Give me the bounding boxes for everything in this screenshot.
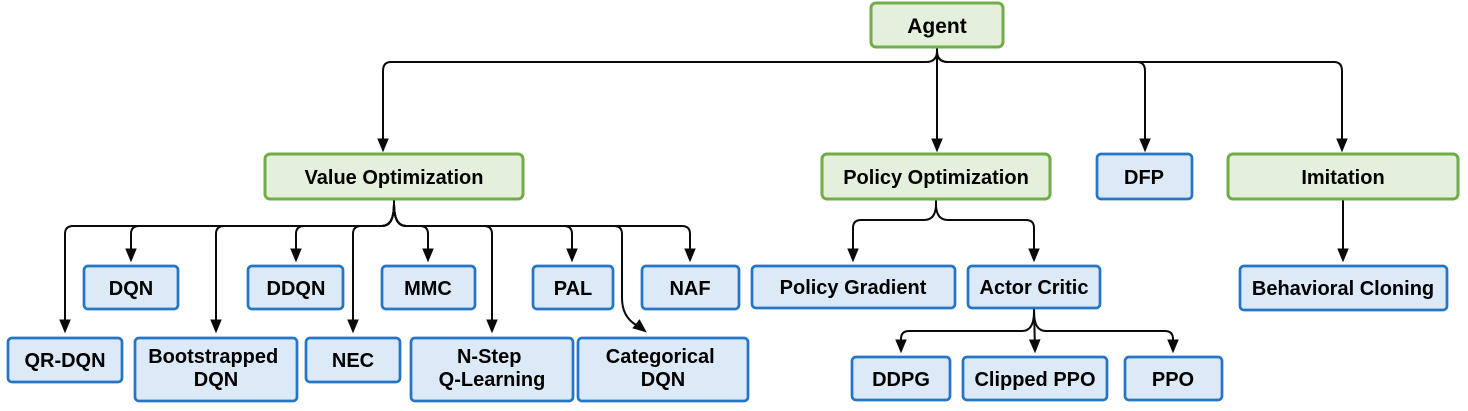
node-policy-optimization-box xyxy=(820,152,1052,201)
node-ddqn-label: DDQN xyxy=(267,278,326,300)
node-actor-critic-label: Actor Critic xyxy=(980,277,1089,299)
node-clipped-ppo-box xyxy=(961,355,1109,402)
node-actor-critic-box xyxy=(966,264,1102,310)
node-dfp-label: DFP xyxy=(1124,167,1164,189)
edges xyxy=(59,47,1349,354)
node-imitation: Imitation xyxy=(1226,152,1460,201)
node-agent-box xyxy=(869,1,1005,49)
node-imitation-box xyxy=(1226,152,1460,201)
node-imitation-label: Imitation xyxy=(1301,167,1384,189)
node-n-step-q-learning-line1: N-Step xyxy=(457,346,521,368)
node-behavioral-cloning-box xyxy=(1238,264,1449,312)
node-dfp-box xyxy=(1095,152,1194,201)
node-behavioral-cloning: Behavioral Cloning xyxy=(1238,264,1449,312)
node-ddqn: DDQN xyxy=(246,264,345,311)
edge-value-optimization-to-naf xyxy=(393,199,696,263)
node-policy-optimization: Policy Optimization xyxy=(820,152,1052,201)
edge-actor-critic-to-ppo xyxy=(1033,308,1179,354)
node-naf-box xyxy=(640,264,741,311)
edge-value-optimization-to-pal xyxy=(393,199,578,263)
edge-policy-optimization-to-policy-gradient xyxy=(847,199,937,263)
node-policy-gradient-label: Policy Gradient xyxy=(780,277,927,299)
node-dqn-label: DQN xyxy=(109,278,153,300)
node-value-optimization-box xyxy=(263,152,525,201)
node-policy-optimization-label: Policy Optimization xyxy=(843,167,1029,189)
node-ddqn-box xyxy=(246,264,345,311)
edge-value-optimization-to-nec xyxy=(347,199,395,334)
node-agent: Agent xyxy=(869,1,1005,49)
node-qr-dqn: QR-DQN xyxy=(6,336,124,384)
node-naf: NAF xyxy=(640,264,741,311)
node-bootstrapped-dqn-line1: Bootstrapped xyxy=(148,346,278,368)
node-categorical-dqn-line2: DQN xyxy=(641,369,685,391)
node-n-step-q-learning: N-Step Q-Learning xyxy=(409,336,575,403)
node-qr-dqn-box xyxy=(6,336,124,384)
node-n-step-q-learning-label: N-Step Q-Learning xyxy=(439,346,546,391)
edge-policy-optimization-to-actor-critic xyxy=(935,199,1040,263)
node-clipped-ppo-label: Clipped PPO xyxy=(974,369,1095,391)
node-dfp: DFP xyxy=(1095,152,1194,201)
node-n-step-q-learning-line2: Q-Learning xyxy=(439,369,546,391)
edge-value-optimization-to-ddqn xyxy=(290,199,395,263)
node-nec-label: NEC xyxy=(332,350,374,372)
node-ppo-box xyxy=(1123,355,1224,402)
node-categorical-dqn-label: Categorical DQN xyxy=(606,346,721,391)
node-n-step-q-learning-box xyxy=(409,336,575,403)
node-policy-gradient-box xyxy=(750,264,957,310)
node-ddpg-box xyxy=(850,355,952,402)
node-pal: PAL xyxy=(531,264,615,311)
node-bootstrapped-dqn-label: Bootstrapped DQN xyxy=(148,346,284,391)
node-ppo: PPO xyxy=(1123,355,1224,402)
node-clipped-ppo: Clipped PPO xyxy=(961,355,1109,402)
edge-agent-to-imitation xyxy=(936,47,1348,153)
node-pal-label: PAL xyxy=(554,278,593,300)
node-mmc: MMC xyxy=(380,264,477,311)
node-value-optimization: Value Optimization xyxy=(263,152,525,201)
node-bootstrapped-dqn-box xyxy=(133,336,299,403)
node-bootstrapped-dqn: Bootstrapped DQN xyxy=(133,336,299,403)
node-categorical-dqn-box xyxy=(576,336,750,403)
node-value-optimization-label: Value Optimization xyxy=(305,167,484,189)
nodes: Agent Value Optimization Policy Optimiza… xyxy=(6,1,1460,403)
node-ppo-label: PPO xyxy=(1152,369,1194,391)
edge-agent-to-value-optimization xyxy=(377,47,938,153)
node-categorical-dqn: Categorical DQN xyxy=(576,336,750,403)
node-nec: NEC xyxy=(304,336,402,384)
node-mmc-box xyxy=(380,264,477,311)
node-dqn: DQN xyxy=(82,264,180,311)
node-bootstrapped-dqn-line2: DQN xyxy=(194,369,238,391)
node-agent-label: Agent xyxy=(907,15,967,38)
node-dqn-box xyxy=(82,264,180,311)
node-policy-gradient: Policy Gradient xyxy=(750,264,957,310)
node-nec-box xyxy=(304,336,402,384)
node-behavioral-cloning-label: Behavioral Cloning xyxy=(1252,278,1434,300)
edge-actor-critic-to-ddpg xyxy=(895,308,1035,354)
node-qr-dqn-label: QR-DQN xyxy=(24,350,105,372)
node-actor-critic: Actor Critic xyxy=(966,264,1102,310)
node-ddpg-label: DDPG xyxy=(872,369,930,391)
edge-value-optimization-to-mmc xyxy=(393,199,434,263)
node-naf-label: NAF xyxy=(669,278,710,300)
node-pal-box xyxy=(531,264,615,311)
node-mmc-label: MMC xyxy=(404,278,452,300)
node-categorical-dqn-line1: Categorical xyxy=(606,346,715,368)
node-ddpg: DDPG xyxy=(850,355,952,402)
